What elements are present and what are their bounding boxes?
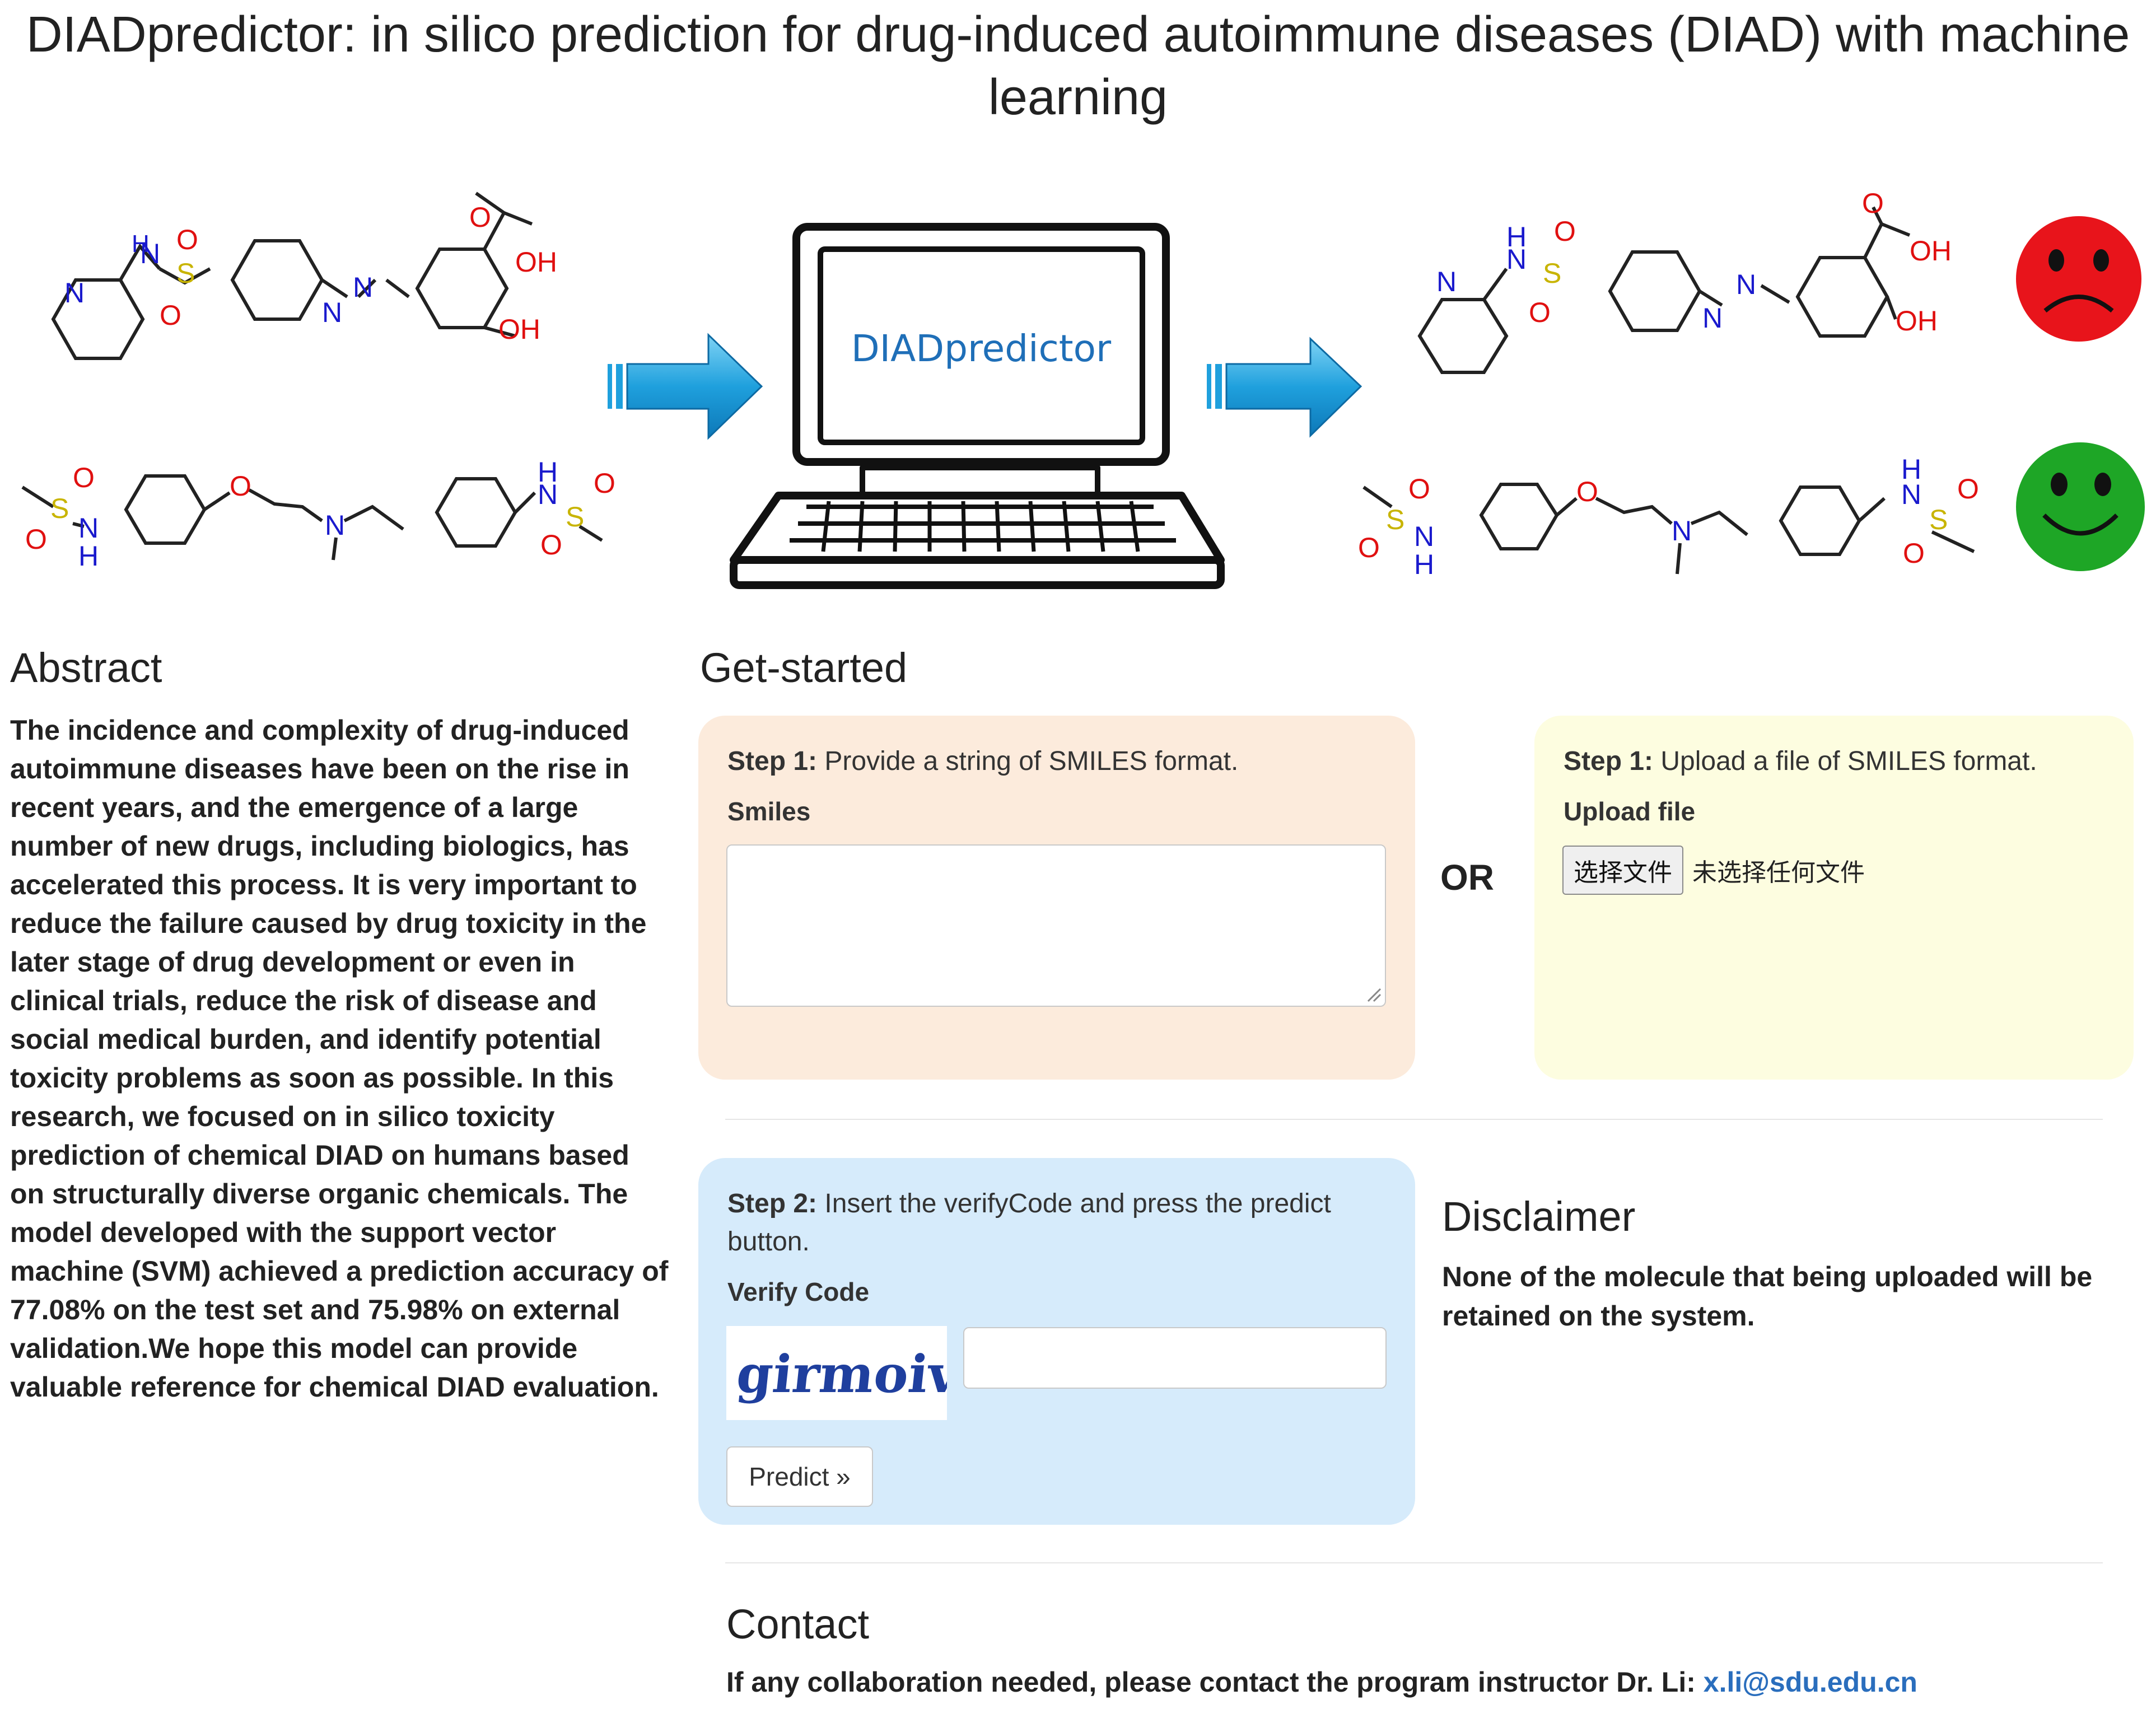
svg-text:O: O: [73, 462, 95, 493]
svg-text:O: O: [1576, 476, 1598, 507]
svg-text:S: S: [50, 493, 69, 524]
smiles-panel: Step 1: Provide a string of SMILES forma…: [698, 716, 1415, 1080]
verify-step-text: Step 2: Insert the verifyCode and press …: [727, 1185, 1386, 1261]
step-description: Provide a string of SMILES format.: [817, 746, 1239, 776]
file-input: 选择文件 未选择任何文件: [1562, 846, 1865, 895]
step-prefix: Step 1:: [1564, 746, 1654, 776]
contact-text: If any collaboration needed, please cont…: [726, 1666, 1917, 1698]
upload-label: Upload file: [1564, 797, 1696, 826]
captcha-text: girmoiv: [734, 1343, 947, 1404]
atom-label: OH: [515, 246, 557, 278]
laptop-screen-label: DIADpredictor: [851, 327, 1112, 370]
svg-text:O: O: [230, 470, 251, 502]
abstract-heading: Abstract: [10, 645, 162, 691]
svg-text:N: N: [1901, 479, 1921, 510]
svg-text:N: N: [1672, 515, 1692, 547]
captcha-image[interactable]: girmoiv: [726, 1326, 947, 1420]
upload-panel: Step 1: Upload a file of SMILES format. …: [1534, 716, 2134, 1080]
resize-grip-icon[interactable]: [1365, 986, 1382, 1002]
disclaimer-text: None of the molecule that being uploaded…: [1442, 1261, 2093, 1332]
svg-text:N: N: [78, 512, 99, 544]
get-started-heading: Get-started: [700, 645, 908, 691]
contact-email-link[interactable]: x.li@sdu.edu.cn: [1703, 1666, 1917, 1698]
sad-face-icon: [2016, 216, 2141, 342]
choose-file-button[interactable]: 选择文件: [1562, 846, 1683, 895]
hero-illustration: N H N S O O N N O OH OH S O O N H O N H …: [21, 188, 2145, 589]
svg-text:O: O: [1358, 532, 1380, 563]
svg-text:N: N: [1414, 521, 1434, 552]
section-divider: [725, 1562, 2103, 1563]
atom-label: N: [322, 297, 342, 328]
atom-label: N: [353, 272, 373, 303]
input-molecule-2: [21, 474, 603, 561]
svg-text:N: N: [1436, 266, 1457, 297]
or-label: OR: [1440, 857, 1494, 898]
output-molecule-2: [1362, 483, 1975, 575]
contact-heading: Contact: [726, 1601, 870, 1647]
svg-text:S: S: [1386, 504, 1404, 535]
atom-label: H: [132, 230, 150, 258]
svg-text:S: S: [566, 501, 584, 533]
step-prefix: Step 1:: [727, 746, 818, 776]
contact-message: If any collaboration needed, please cont…: [726, 1666, 1704, 1698]
verify-code-input[interactable]: [963, 1327, 1387, 1389]
svg-text:O: O: [1554, 216, 1576, 247]
svg-text:OH: OH: [1896, 305, 1938, 337]
svg-text:H: H: [1414, 549, 1434, 580]
atom-label: O: [160, 300, 181, 331]
svg-text:H: H: [538, 456, 558, 488]
svg-text:N: N: [1506, 244, 1527, 275]
svg-text:N: N: [1736, 269, 1756, 300]
svg-text:O: O: [540, 529, 562, 561]
atom-label: O: [469, 202, 491, 233]
svg-text:O: O: [1903, 538, 1925, 569]
svg-text:H: H: [1506, 221, 1527, 253]
arrow-right-icon: [1207, 337, 1362, 438]
svg-text:O: O: [1862, 188, 1884, 219]
verify-panel: Step 2: Insert the verifyCode and press …: [698, 1158, 1415, 1525]
predict-button[interactable]: Predict »: [726, 1446, 873, 1507]
step-prefix: Step 2:: [727, 1189, 818, 1218]
svg-text:O: O: [1957, 473, 1979, 505]
svg-text:N: N: [325, 510, 345, 541]
svg-text:S: S: [1543, 258, 1561, 289]
input-molecule-1: [51, 192, 533, 360]
svg-text:H: H: [78, 540, 99, 572]
svg-text:N: N: [1702, 302, 1723, 334]
step-description: Insert the verifyCode and press the pred…: [727, 1189, 1331, 1257]
svg-text:N: N: [538, 479, 558, 510]
arrow-right-icon: [608, 333, 763, 440]
atom-label: OH: [498, 314, 540, 345]
step-description: Upload a file of SMILES format.: [1653, 746, 2037, 776]
svg-text:OH: OH: [1910, 235, 1952, 267]
atom-label: S: [176, 258, 195, 289]
page-title: DIADpredictor: in silico prediction for …: [26, 7, 2130, 125]
happy-face-icon: [2016, 442, 2145, 571]
disclaimer-heading: Disclaimer: [1442, 1193, 1636, 1240]
svg-text:O: O: [1408, 473, 1430, 505]
output-molecule-1: [1417, 206, 1911, 374]
laptop-icon: [730, 223, 1225, 589]
smiles-textarea[interactable]: [726, 844, 1386, 1007]
svg-text:O: O: [1529, 297, 1551, 328]
smiles-label: Smiles: [727, 797, 811, 826]
svg-text:O: O: [25, 524, 47, 555]
section-divider: [725, 1119, 2103, 1120]
verify-code-label: Verify Code: [727, 1277, 870, 1306]
svg-text:O: O: [594, 468, 615, 499]
upload-step-text: Step 1: Upload a file of SMILES format.: [1564, 743, 2104, 781]
atom-label: O: [176, 224, 198, 255]
svg-text:S: S: [1929, 504, 1948, 535]
atom-label: N: [140, 238, 160, 269]
svg-text:H: H: [1901, 454, 1921, 485]
abstract-text: The incidence and complexity of drug-ind…: [10, 715, 669, 1403]
atom-label: N: [64, 277, 85, 309]
no-file-chosen-label: 未选择任何文件: [1692, 859, 1865, 886]
smiles-step-text: Step 1: Provide a string of SMILES forma…: [727, 743, 1386, 781]
